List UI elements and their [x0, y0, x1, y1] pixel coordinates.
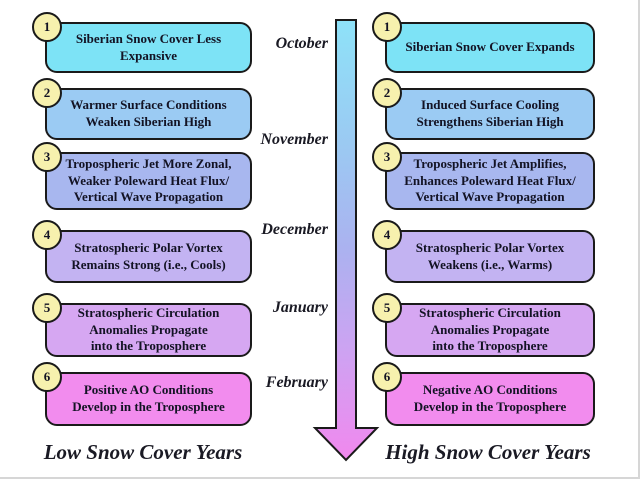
step-text: Stratospheric Circulation Anomalies Prop…	[77, 305, 220, 354]
step-number-badge: 1	[372, 12, 402, 42]
step-text: Warmer Surface Conditions Weaken Siberia…	[70, 97, 227, 129]
step-box-high-3: 3 Tropospheric Jet Amplifies, Enhances P…	[372, 142, 595, 210]
step-number-badge: 4	[372, 220, 402, 250]
column-caption-low: Low Snow Cover Years	[43, 440, 243, 464]
step-text: Negative AO Conditions Develop in the Tr…	[413, 382, 567, 414]
step-text: Stratospheric Polar Vortex Remains Stron…	[71, 239, 226, 272]
step-number-badge: 3	[372, 142, 402, 172]
step-number-badge: 5	[372, 293, 402, 323]
month-label-october: October	[275, 35, 328, 52]
step-number-badge: 4	[32, 220, 62, 250]
step-number-badge: 2	[372, 78, 402, 108]
step-text: Tropospheric Jet Amplifies, Enhances Pol…	[404, 156, 576, 205]
step-box-low-2: 2 Warmer Surface Conditions Weaken Siber…	[32, 78, 252, 140]
month-label-january: January	[272, 299, 328, 316]
step-box-low-1: 1 Siberian Snow Cover Less Expansive	[32, 12, 252, 73]
month-label-november: November	[260, 131, 328, 148]
step-text: Induced Surface Cooling Strengthens Sibe…	[416, 97, 564, 129]
step-number-badge: 1	[32, 12, 62, 42]
step-number-badge: 6	[32, 362, 62, 392]
step-text: Positive AO Conditions Develop in the Tr…	[72, 382, 225, 414]
step-text: Siberian Snow Cover Expands	[405, 39, 575, 55]
step-text: Tropospheric Jet More Zonal, Weaker Pole…	[65, 156, 232, 205]
seasonal-progression-arrow	[312, 19, 380, 462]
step-number-badge: 2	[32, 78, 62, 108]
step-box-low-4: 4 Stratospheric Polar Vortex Remains Str…	[32, 220, 252, 283]
step-box-high-5: 5 Stratospheric Circulation Anomalies Pr…	[372, 293, 595, 357]
step-text: Stratospheric Polar Vortex Weakens (i.e.…	[415, 239, 565, 272]
step-text: Siberian Snow Cover Less Expansive	[75, 30, 222, 63]
step-box-high-4: 4 Stratospheric Polar Vortex Weakens (i.…	[372, 220, 595, 283]
step-text: Stratospheric Circulation Anomalies Prop…	[419, 305, 561, 354]
step-box-high-6: 6 Negative AO Conditions Develop in the …	[372, 362, 595, 426]
step-box-high-2: 2 Induced Surface Cooling Strengthens Si…	[372, 78, 595, 140]
column-caption-high: High Snow Cover Years	[385, 440, 591, 464]
step-number-badge: 6	[372, 362, 402, 392]
step-number-badge: 5	[32, 293, 62, 323]
step-box-high-1: 1 Siberian Snow Cover Expands	[372, 12, 595, 73]
step-box-low-5: 5 Stratospheric Circulation Anomalies Pr…	[32, 293, 252, 357]
step-number-badge: 3	[32, 142, 62, 172]
month-label-december: December	[261, 221, 328, 238]
step-box-low-6: 6 Positive AO Conditions Develop in the …	[32, 362, 252, 426]
step-box-low-3: 3 Tropospheric Jet More Zonal, Weaker Po…	[32, 142, 252, 210]
arrow-shape	[312, 19, 380, 462]
month-label-february: February	[265, 374, 328, 391]
